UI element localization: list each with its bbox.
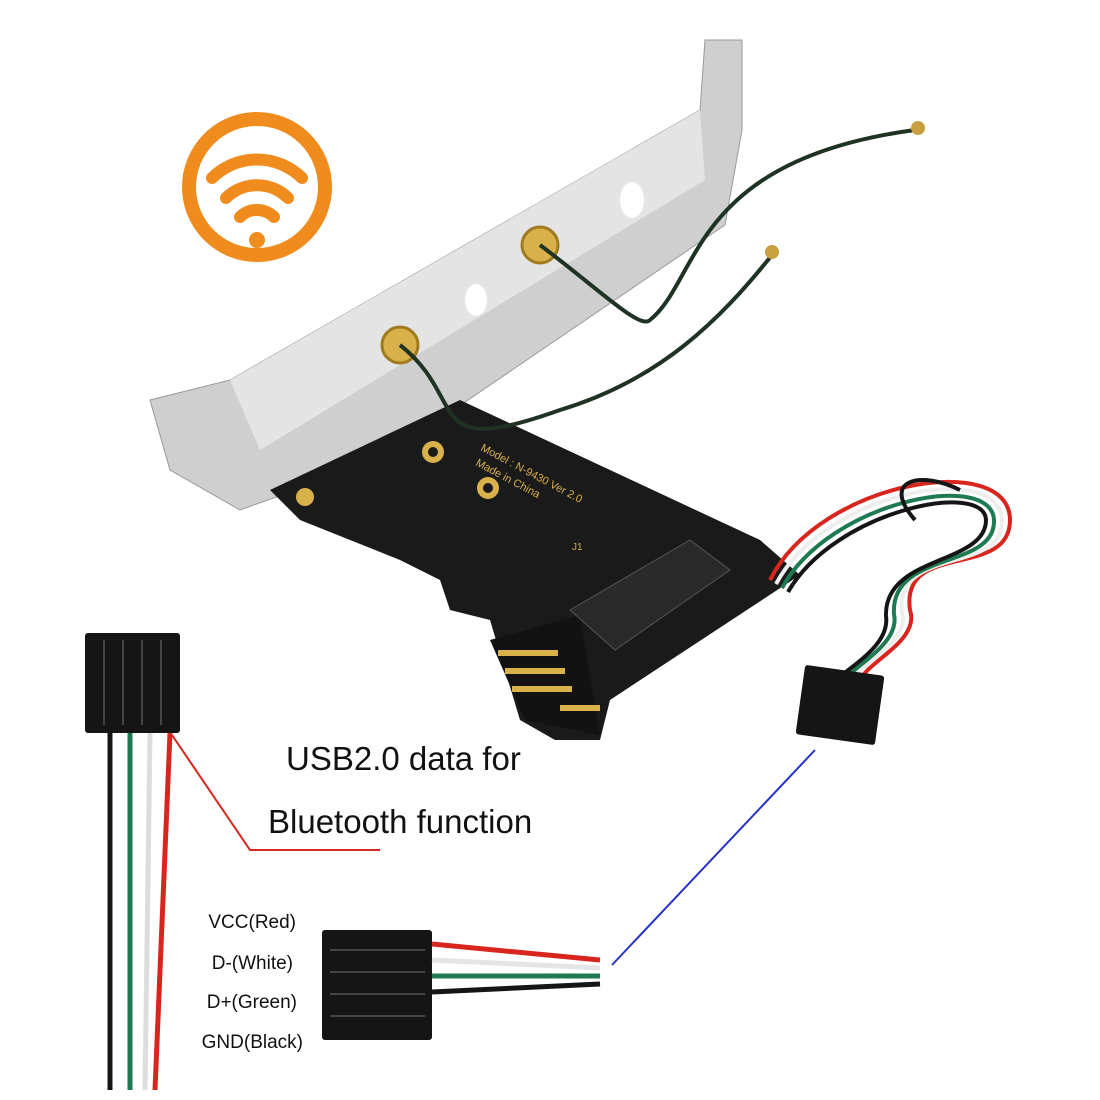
pin-label-dplus: D+(Green) [206,992,297,1013]
pci-bracket [149,39,743,511]
pin-label-gnd: GND(Black) [201,1032,303,1053]
header-connector-left [85,633,180,1091]
callout-line-2: Bluetooth function [268,803,533,840]
pin-label-vcc: VCC(Red) [208,912,296,933]
callout-line-1: USB2.0 data for [286,740,521,777]
usb-cable [768,478,1013,682]
adapter-board: Model : N-9430 Ver 2.0 Made in China J1 [270,400,800,740]
antenna-connectors [380,121,925,431]
wifi-icon [182,112,332,262]
red-leader-line [171,734,380,851]
blue-leader-line [611,749,816,966]
pin-label-dminus: D-(White) [211,953,293,974]
header-connector-small [795,665,885,745]
header-connector-bottom [322,930,601,1040]
board-ref-text: J1 [572,542,583,553]
